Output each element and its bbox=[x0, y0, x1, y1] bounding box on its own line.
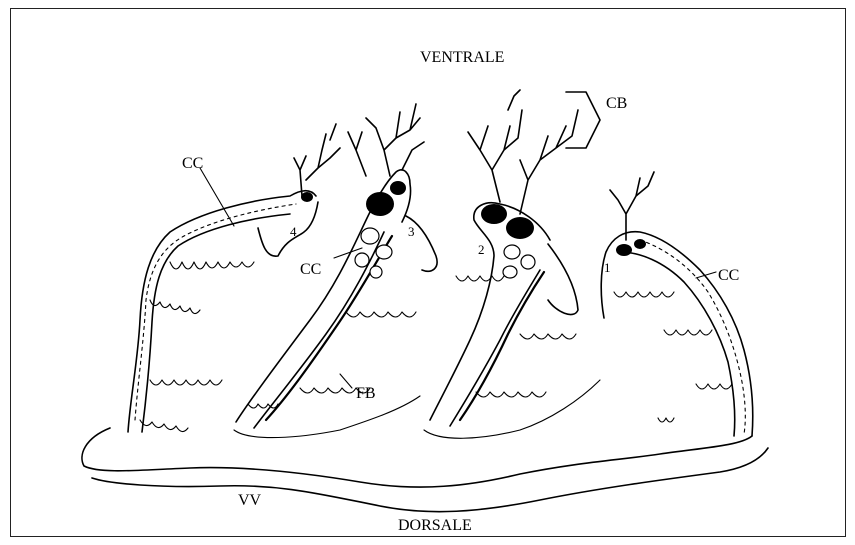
label-cc-mid: CC bbox=[300, 261, 321, 278]
label-fb: FB bbox=[356, 385, 376, 402]
arch-number-4: 4 bbox=[290, 224, 297, 239]
label-cc-left: CC bbox=[182, 155, 203, 172]
label-cc-right: CC bbox=[718, 267, 739, 284]
arch-number-3: 3 bbox=[408, 224, 415, 239]
arch-number-1: 1 bbox=[604, 260, 611, 275]
arch-1 bbox=[601, 172, 753, 436]
arch-2 bbox=[424, 90, 600, 438]
arch-number-2: 2 bbox=[478, 242, 485, 257]
label-vv: VV bbox=[238, 492, 262, 509]
arch-3 bbox=[234, 104, 437, 438]
label-ventrale: VENTRALE bbox=[420, 49, 504, 66]
label-dorsale: DORSALE bbox=[398, 517, 472, 534]
ventral-vessel bbox=[82, 428, 768, 512]
arch-4 bbox=[128, 124, 340, 432]
label-cb: CB bbox=[606, 95, 627, 112]
